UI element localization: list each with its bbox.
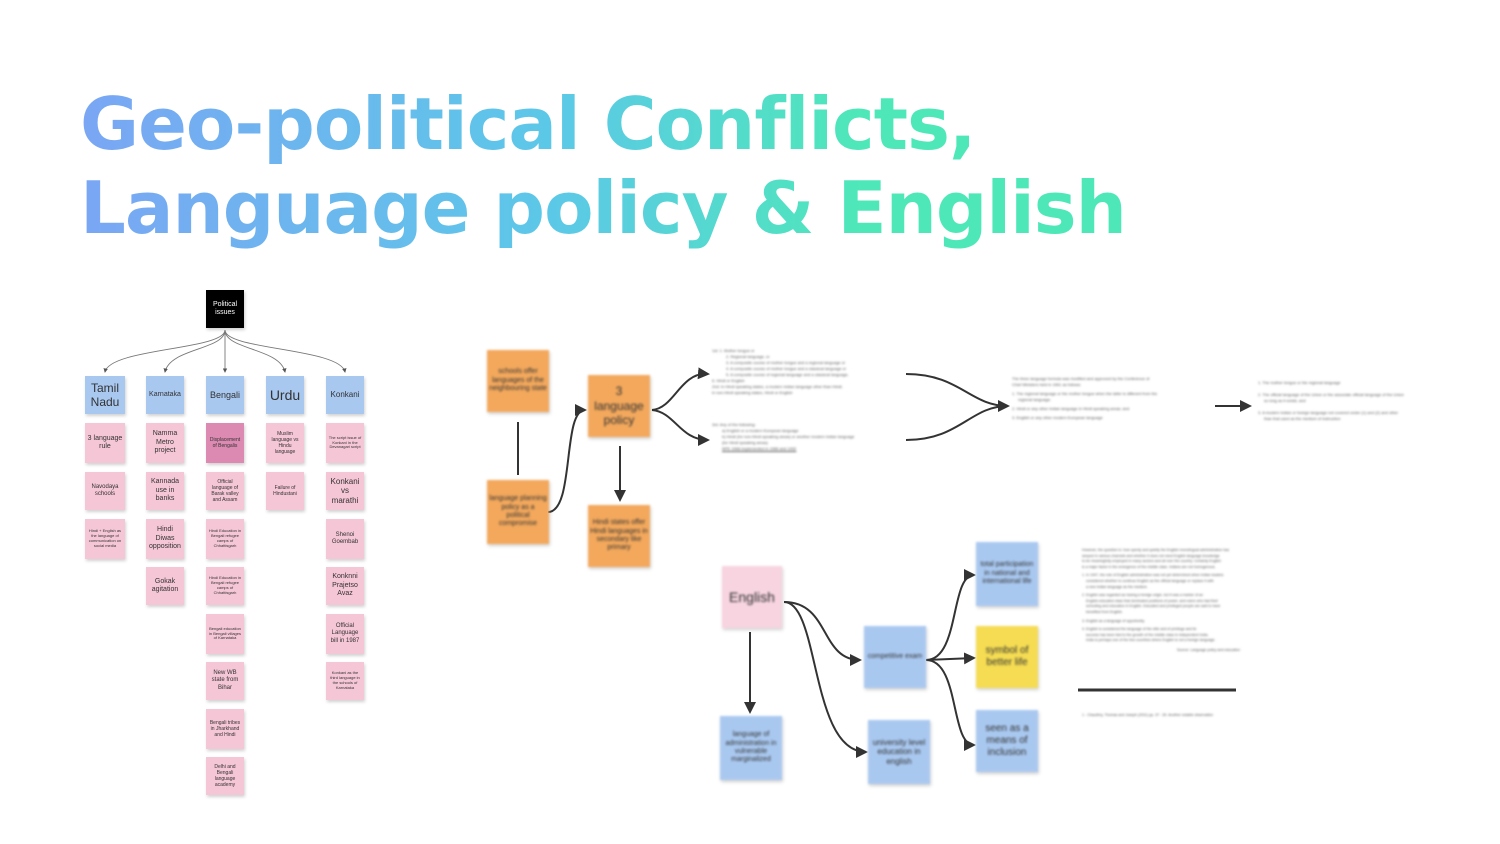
note-hindi-states: Hindi states offer Hindi languages in se…: [588, 505, 650, 567]
konkani-header: Konkani: [326, 376, 364, 414]
bengali-item-jharkhand: Bengali tribes in Jharkhand and Hindi: [206, 709, 244, 749]
policy-detail-merge: The three language formula was modified …: [1012, 376, 1158, 420]
note-language-administration: language of administration in vulnerable…: [720, 716, 782, 780]
note-symbol-better-life: symbol of better life: [976, 626, 1038, 688]
bengali-item-barak-valley: Official language of Barak valley and As…: [206, 472, 244, 510]
karnataka-item-metro: Namma Metro project: [146, 423, 184, 463]
tamil-item-navodaya: Navodaya schools: [85, 472, 125, 510]
english-quote-block: However, the question is: how openly and…: [1082, 548, 1240, 652]
bengali-item-chhattisgarh-1: Hindi Education in Bengali refugee camps…: [206, 519, 244, 559]
konkani-item-shenoi: Shenoi Goembab: [326, 519, 364, 559]
note-national-participation: total participation in national and inte…: [976, 542, 1038, 606]
bengali-header: Bengali: [206, 376, 244, 414]
urdu-item-muslim-hindu: Muslim language vs Hindu language: [266, 423, 304, 463]
bengali-item-delhi-academy: Delhi and Bengali language academy: [206, 757, 244, 795]
note-three-language-policy: 3 language policy: [588, 375, 650, 437]
bengali-item-displacement: Displacement of Bengalis: [206, 423, 244, 463]
konkani-item-vs-marathi: Konkani vs marathi: [326, 472, 364, 510]
policy-detail-top: 1st: 1. Mother tongue or 2. Regional lan…: [712, 348, 849, 395]
policy-detail-final: 1. The mother tongue or the regional lan…: [1258, 380, 1404, 421]
tamil-nadu-header: Tamil Nadu: [85, 376, 125, 414]
karnataka-item-banks: Kannada use in banks: [146, 472, 184, 510]
bengali-item-karnataka-villages: Bengali education in Bengali villages of…: [206, 614, 244, 654]
note-competitive-exam: competitive exam: [864, 626, 926, 688]
tamil-item-social-media: Hindi + English as the language of commu…: [85, 519, 125, 559]
bengali-item-new-wb-state: New WB state from Bihar: [206, 662, 244, 700]
urdu-item-hindustani: Failure of Hindustani: [266, 472, 304, 510]
karnataka-item-gokak: Gokak agitation: [146, 567, 184, 605]
konkani-item-prajetso-avaz: Konknni Prajetso Avaz: [326, 567, 364, 605]
policy-detail-bottom: 3rd: Any of the following: a) English or…: [712, 422, 855, 451]
konkani-item-karnataka-schools: Konkani as the third language in the sch…: [326, 662, 364, 700]
urdu-header: Urdu: [266, 376, 304, 414]
english-footnote: 1 - Chaudhry, Thomas and Joseph (2011) p…: [1082, 713, 1214, 717]
note-university-education: university level education in english: [868, 720, 930, 784]
political-issues-root: Political issues: [206, 290, 244, 328]
note-schools-neighbour: schools offer languages of the neighbour…: [487, 350, 549, 412]
bengali-item-chhattisgarh-2: Hindi Education in Bengali refugee camps…: [206, 567, 244, 605]
karnataka-header: Karnataka: [146, 376, 184, 414]
note-means-of-inclusion: seen as a means of inclusion: [976, 710, 1038, 772]
tamil-item-three-language: 3 language rule: [85, 423, 125, 463]
konkani-item-script: The script issue of Konkani in the Devan…: [326, 423, 364, 463]
note-english: English: [722, 566, 782, 628]
karnataka-item-hindi-diwas: Hindi Diwas opposition: [146, 519, 184, 559]
note-language-planning: language planning policy as a political …: [487, 480, 549, 544]
konkani-item-official-bill: Official Language bill in 1987: [326, 614, 364, 654]
